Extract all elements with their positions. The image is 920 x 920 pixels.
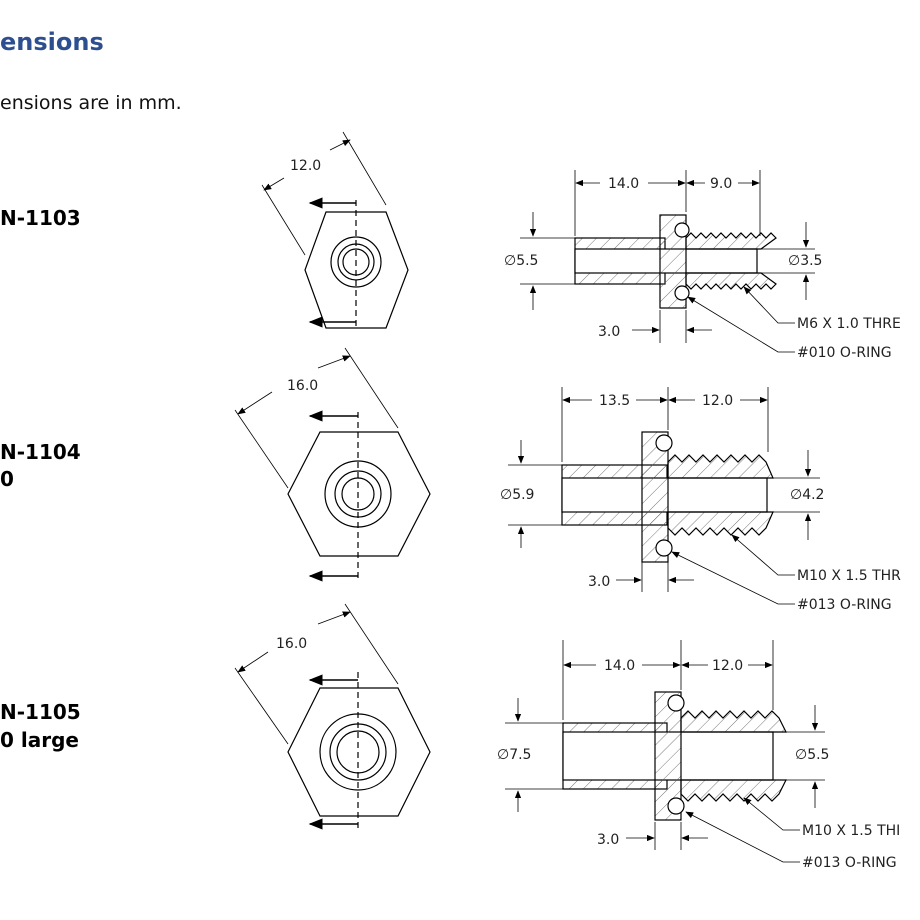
hex-end-view-2: [234, 347, 431, 582]
flange-gap-dim-1: 3.0: [598, 324, 620, 340]
hex-width-dim-1: 12.0: [290, 158, 321, 174]
thread-note-2: M10 X 1.5 THR: [797, 568, 901, 584]
flange-gap-dim-2: 3.0: [588, 574, 610, 590]
length-right-dim-2: 12.0: [702, 393, 733, 409]
hex-end-view-3: [234, 603, 431, 830]
part-number-3: N-1105: [0, 700, 81, 724]
length-left-dim-1: 14.0: [608, 176, 639, 192]
flange-gap-dim-3: 3.0: [597, 832, 619, 848]
part-sublabel-3: 0 large: [0, 728, 79, 752]
dia-left-dim-2: ∅5.9: [500, 487, 534, 503]
hex-width-dim-3: 16.0: [276, 636, 307, 652]
oring-note-2: #013 O-RING: [797, 597, 892, 613]
side-section-view-2: [508, 387, 820, 605]
dia-left-dim-3: ∅7.5: [497, 747, 531, 763]
length-left-dim-3: 14.0: [604, 658, 635, 674]
dia-left-dim-1: ∅5.5: [504, 253, 538, 269]
oring-note-3: #013 O-RING: [802, 855, 897, 871]
page-heading: ensions: [0, 28, 104, 56]
part-number-2: N-1104: [0, 440, 81, 464]
hex-width-dim-2: 16.0: [287, 378, 318, 394]
units-note: ensions are in mm.: [0, 92, 182, 114]
side-section-view-1: [520, 170, 815, 353]
dia-right-dim-1: ∅3.5: [788, 253, 822, 269]
side-section-view-3: [505, 640, 825, 863]
thread-note-1: M6 X 1.0 THRE: [797, 316, 901, 332]
oring-note-1: #010 O-RING: [797, 345, 892, 361]
length-left-dim-2: 13.5: [599, 393, 630, 409]
hex-end-view-1: [261, 131, 409, 330]
length-right-dim-3: 12.0: [712, 658, 743, 674]
thread-note-3: M10 X 1.5 THI: [802, 823, 900, 839]
dia-right-dim-2: ∅4.2: [790, 487, 824, 503]
dia-right-dim-3: ∅5.5: [795, 747, 829, 763]
part-number-1: N-1103: [0, 206, 81, 230]
part-sublabel-2: 0: [0, 467, 14, 491]
length-right-dim-1: 9.0: [710, 176, 732, 192]
